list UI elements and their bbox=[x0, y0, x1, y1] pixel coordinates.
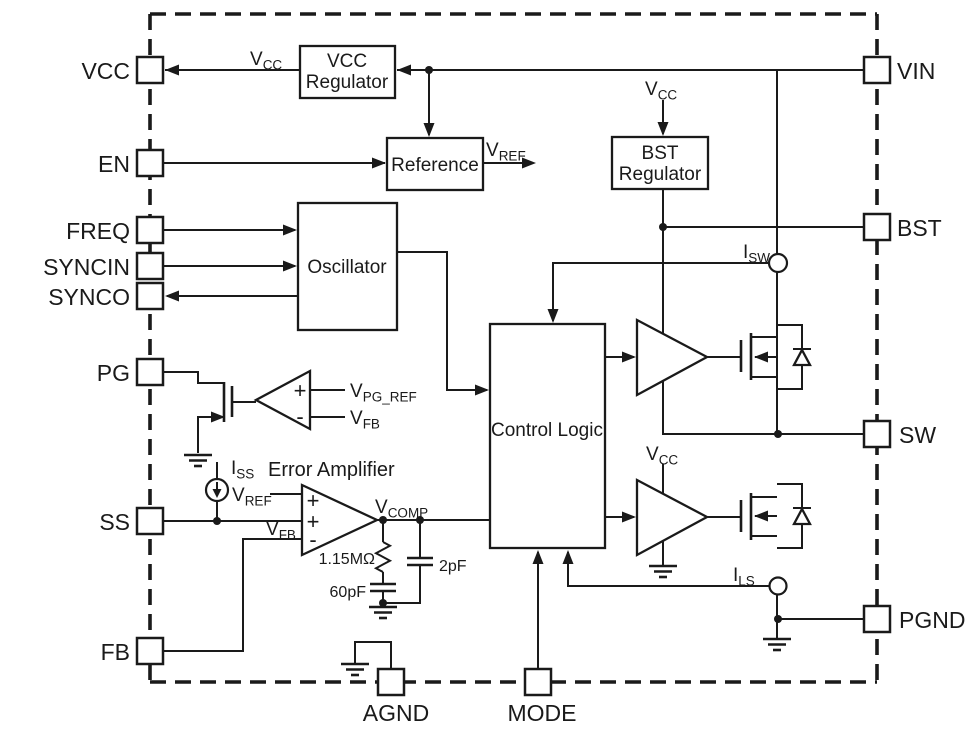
ils-current-sense-icon bbox=[768, 576, 788, 596]
block-label-bst-regulator-2: Regulator bbox=[619, 164, 702, 185]
pins bbox=[135, 55, 892, 697]
block-reference bbox=[385, 136, 485, 192]
label-isw: ISW bbox=[743, 242, 770, 266]
pin-vin bbox=[862, 55, 892, 85]
pin-mode bbox=[523, 667, 553, 697]
power-good-comparator-icon bbox=[253, 369, 312, 431]
pin-label-pgnd: PGND bbox=[899, 607, 965, 633]
label-vref-out: VREF bbox=[486, 140, 526, 164]
low-side-body-diode-icon bbox=[777, 483, 812, 549]
pin-label-sw: SW bbox=[899, 422, 936, 448]
iss-current-source-icon bbox=[204, 477, 230, 503]
label-vcomp: VCOMP bbox=[375, 497, 428, 521]
pin-bst bbox=[862, 212, 892, 242]
label-vref-in: VREF bbox=[232, 485, 272, 509]
low-side-mosfet bbox=[739, 483, 812, 549]
isw-current-sense-icon bbox=[767, 252, 789, 274]
label-vfb-error-amp: VFB bbox=[266, 519, 296, 543]
pin-label-bst: BST bbox=[897, 215, 942, 241]
error-amplifier-icon bbox=[300, 483, 380, 557]
pin-label-fb: FB bbox=[101, 639, 130, 665]
power-good-mosfet bbox=[211, 382, 234, 423]
ground-icon-ls-driver bbox=[649, 564, 677, 579]
label-ils: ILS bbox=[733, 565, 755, 589]
block-label-vcc-regulator-1: VCC bbox=[327, 51, 367, 72]
pg-comp-plus: + bbox=[294, 378, 307, 403]
error-amp-plus-1: + bbox=[307, 488, 320, 513]
label-comp-cap: 60pF bbox=[330, 584, 367, 601]
block-label-vcc-regulator-2: Regulator bbox=[306, 72, 389, 93]
pin-freq bbox=[135, 215, 165, 245]
pin-fb bbox=[135, 636, 165, 666]
pin-label-ss: SS bbox=[99, 509, 130, 535]
block-label-reference: Reference bbox=[391, 155, 479, 176]
arrowheads bbox=[165, 64, 669, 564]
label-driver-vcc: VCC bbox=[646, 444, 678, 468]
pin-label-vin: VIN bbox=[897, 58, 935, 84]
pin-syncin bbox=[135, 251, 165, 281]
block-label-oscillator: Oscillator bbox=[307, 257, 387, 278]
junction-dots bbox=[213, 66, 782, 623]
block-label-bst-regulator-1: BST bbox=[642, 143, 679, 164]
block-control-logic bbox=[488, 322, 607, 550]
low-side-driver-icon bbox=[635, 478, 710, 557]
pin-label-synco: SYNCO bbox=[48, 284, 130, 310]
label-vpg-ref: VPG_REF bbox=[350, 381, 417, 405]
pin-label-freq: FREQ bbox=[66, 218, 130, 244]
ground-icon-pg-fet bbox=[184, 453, 212, 468]
signal-labels: VCC VREF VCC VCC ISW ILS ISS VREF VFB VC… bbox=[231, 49, 770, 589]
block-bst-regulator bbox=[610, 135, 710, 191]
amp-input-marks: + + - + - bbox=[294, 378, 320, 552]
ground-icon-comp-network bbox=[369, 605, 397, 620]
block-oscillator bbox=[296, 201, 399, 332]
pin-label-en: EN bbox=[98, 151, 130, 177]
pin-label-vcc: VCC bbox=[81, 58, 130, 84]
pin-pgnd bbox=[862, 604, 892, 634]
pin-agnd bbox=[376, 667, 406, 697]
ground-icon-pgnd bbox=[763, 637, 791, 652]
pin-sw bbox=[862, 419, 892, 449]
error-amp-plus-2: + bbox=[307, 509, 320, 534]
high-side-driver-icon bbox=[635, 318, 710, 397]
error-amp-minus: - bbox=[309, 527, 316, 552]
label-iss: ISS bbox=[231, 458, 254, 482]
pin-label-pg: PG bbox=[97, 360, 130, 386]
pin-labels: VCC EN FREQ SYNCIN SYNCO PG SS FB VIN BS… bbox=[43, 58, 965, 726]
pin-synco bbox=[135, 281, 165, 311]
wires bbox=[162, 69, 864, 669]
label-hf-cap: 2pF bbox=[439, 558, 467, 575]
pin-ss bbox=[135, 506, 165, 536]
ground-icon-agnd bbox=[341, 662, 369, 677]
pin-pg bbox=[135, 357, 165, 387]
pg-comp-minus: - bbox=[296, 404, 303, 429]
high-side-body-diode-icon bbox=[777, 324, 812, 390]
pin-en bbox=[135, 148, 165, 178]
pin-label-agnd: AGND bbox=[363, 700, 429, 726]
chip-boundary-dashed-border bbox=[148, 12, 879, 684]
block-label-control-logic: Control Logic bbox=[491, 420, 603, 441]
label-comp-resistor: 1.15MΩ bbox=[319, 551, 375, 568]
pin-label-mode: MODE bbox=[508, 700, 577, 726]
block-labels: VCC Regulator Reference Oscillator BST R… bbox=[268, 51, 702, 481]
component-labels: 1.15MΩ 60pF 2pF bbox=[319, 551, 467, 601]
ground-symbols bbox=[184, 453, 791, 677]
pin-vcc bbox=[135, 55, 165, 85]
pin-label-syncin: SYNCIN bbox=[43, 254, 130, 280]
high-side-mosfet bbox=[739, 324, 812, 390]
label-vfb-comparator: VFB bbox=[350, 408, 380, 432]
label-vcc-wire: VCC bbox=[250, 49, 282, 73]
label-bst-vcc: VCC bbox=[645, 79, 677, 103]
block-vcc-regulator bbox=[298, 44, 397, 100]
error-amplifier-title: Error Amplifier bbox=[268, 459, 395, 481]
